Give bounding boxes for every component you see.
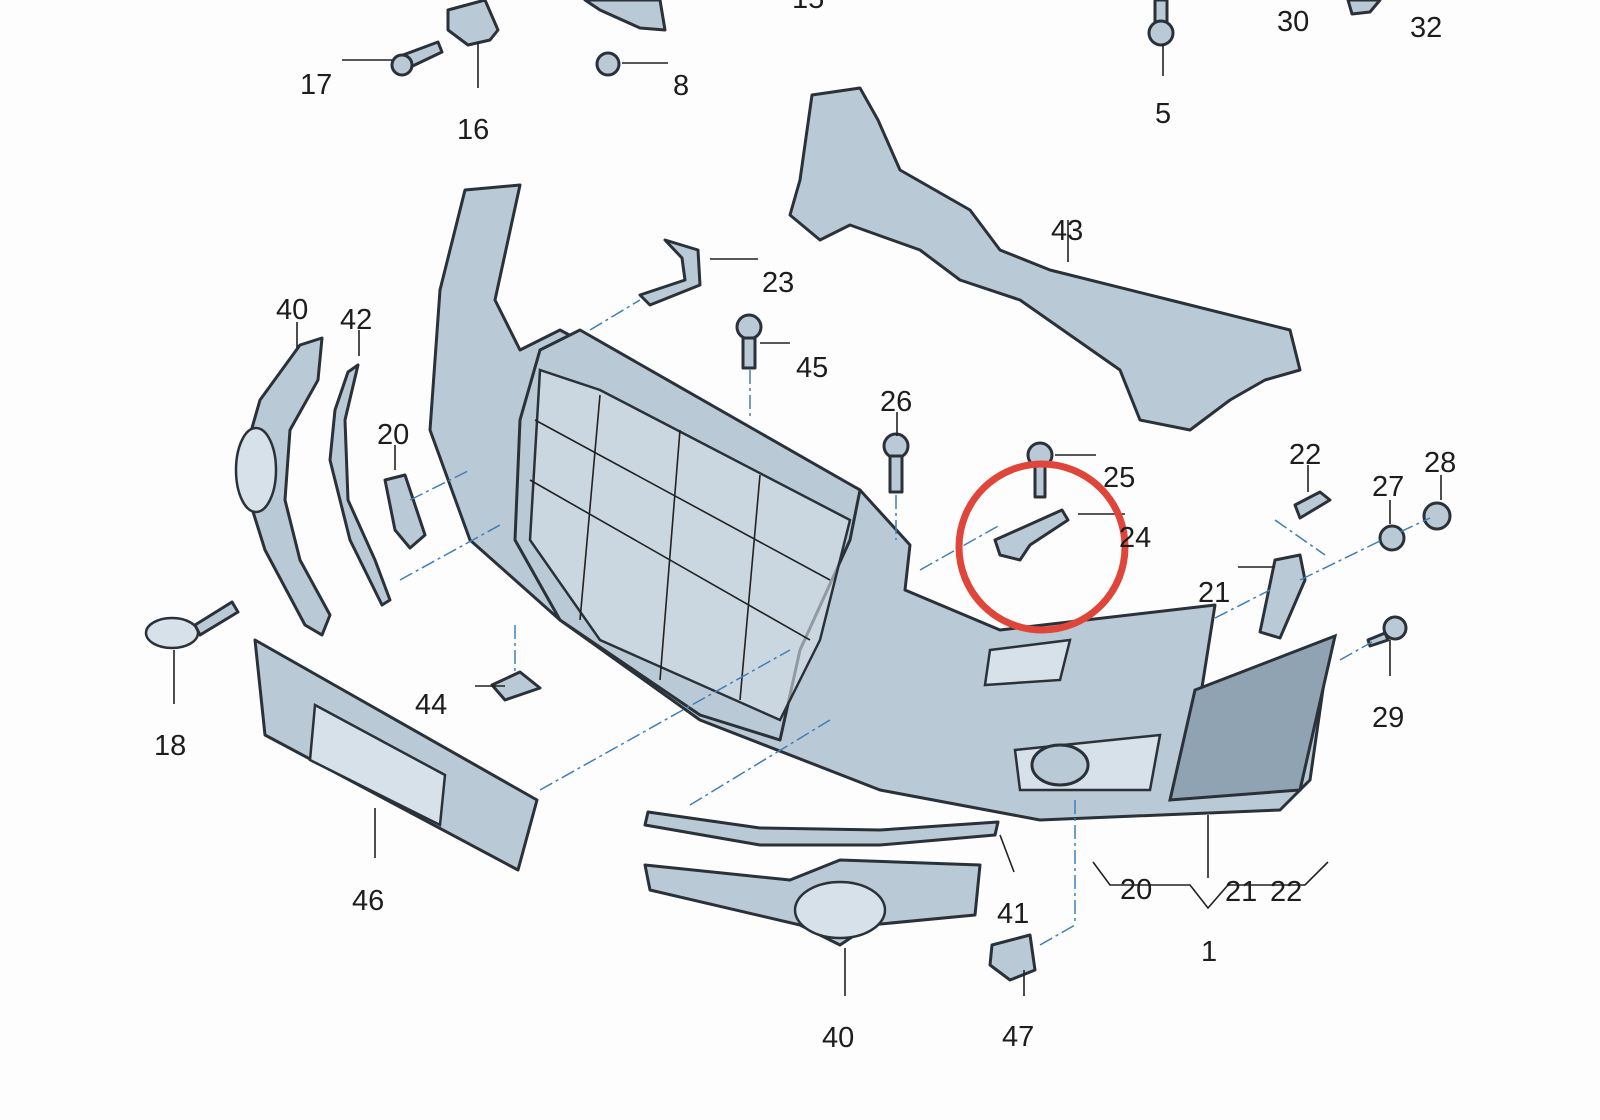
strip-42 [328,363,392,607]
label-20-left: 20 [377,419,409,451]
label-42: 42 [340,304,372,336]
label-32: 32 [1410,12,1442,44]
clip-44 [490,670,542,702]
bolt-45 [735,313,763,370]
screw-29 [1366,615,1408,648]
label-17: 17 [300,69,332,101]
label-27: 27 [1372,471,1404,503]
label-40-bottom: 40 [822,1022,854,1054]
label-21-bottom: 21 [1225,876,1257,908]
label-43: 43 [1051,215,1083,247]
label-29: 29 [1372,702,1404,734]
label-26: 26 [880,386,912,418]
clip-22 [1293,490,1332,520]
clip-28 [1422,501,1452,531]
bracket-23 [638,238,702,307]
label-5: 5 [1155,98,1171,130]
label-21-right: 21 [1198,577,1230,609]
label-28: 28 [1424,447,1456,479]
label-47: 47 [1002,1021,1034,1053]
clip-47 [988,933,1037,982]
molding-41 [643,810,1000,847]
label-1: 1 [1201,936,1217,968]
label-46: 46 [352,885,384,917]
label-24: 24 [1119,522,1151,554]
leader-lines [173,42,1442,996]
label-20-bottom: 20 [1120,874,1152,906]
label-22-top: 22 [1289,439,1321,471]
label-30: 30 [1277,6,1309,38]
label-23: 23 [762,267,794,299]
label-15: 15 [792,0,824,15]
assembly-lines [399,299,1431,946]
guide-21 [1258,553,1307,640]
label-40-left: 40 [276,294,308,326]
bracket-16 [446,0,667,47]
label-44: 44 [415,689,447,721]
clip-32 [1346,0,1382,16]
screw-25 [1026,441,1054,499]
bolt-26 [882,432,910,494]
label-45: 45 [796,352,828,384]
nut-8 [595,51,621,77]
label-22-bottom: 22 [1270,876,1302,908]
highlight-circle [955,460,1129,634]
label-16: 16 [457,114,489,146]
label-8: 8 [673,70,689,102]
reinforcement-43 [788,86,1302,432]
cap-20-left [383,473,427,550]
label-18: 18 [154,730,186,762]
lower-grille-panel [1168,633,1338,802]
part-labels: 15 17 16 8 5 30 32 43 23 45 40 42 20 26 … [154,0,1456,1054]
label-25: 25 [1103,462,1135,494]
tow-eye-18 [144,600,240,650]
label-41: 41 [997,898,1029,930]
guide-24 [993,508,1070,562]
bolt-5 [1147,0,1175,47]
radiator-grille [513,328,862,742]
washer-cap [983,638,1072,687]
nut-27 [1378,524,1406,552]
bolt-17 [390,40,444,77]
